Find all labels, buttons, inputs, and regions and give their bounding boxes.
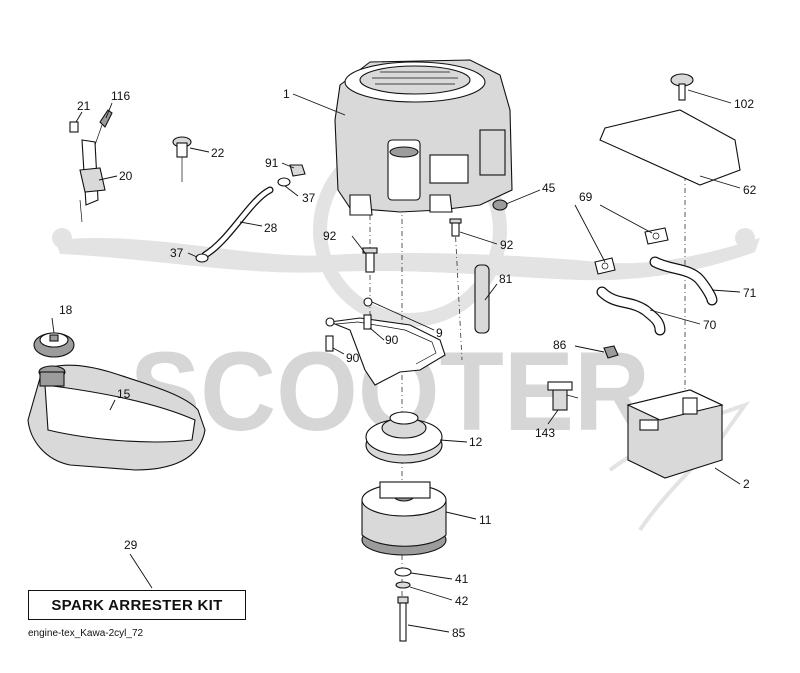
callout-62: 62 <box>743 183 757 197</box>
callout-143: 143 <box>535 426 555 440</box>
brace <box>325 297 446 386</box>
leader-lines <box>51 89 741 633</box>
electric-clutch <box>361 481 447 556</box>
callout-71: 71 <box>743 286 757 300</box>
fuel-cap <box>33 332 75 358</box>
callout-37b: 37 <box>170 246 184 260</box>
pulley <box>365 411 443 464</box>
callout-2: 2 <box>743 477 750 491</box>
callout-12: 12 <box>469 435 483 449</box>
callout-15: 15 <box>117 387 131 401</box>
diagram-caption: engine-tex_Kawa-2cyl_72 <box>28 628 144 639</box>
fuel-hose <box>195 164 306 263</box>
callout-labels: 1 116 21 20 22 91 37 28 37 92 92 45 81 9… <box>59 87 757 640</box>
callout-70: 70 <box>703 318 717 332</box>
callout-92a: 92 <box>323 229 337 243</box>
callout-90b: 90 <box>346 351 360 365</box>
washer-45 <box>492 199 508 211</box>
callout-9: 9 <box>436 326 443 340</box>
engine <box>334 59 513 216</box>
callout-92b: 92 <box>500 238 514 252</box>
fuel-solenoid <box>547 381 579 411</box>
callout-85: 85 <box>452 626 466 640</box>
callout-81: 81 <box>499 272 513 286</box>
callout-116: 116 <box>111 89 130 103</box>
callout-69: 69 <box>579 190 593 204</box>
throttle-control <box>69 109 113 223</box>
callout-41: 41 <box>455 572 469 586</box>
callout-18: 18 <box>59 303 73 317</box>
callout-86: 86 <box>553 338 567 352</box>
callout-42: 42 <box>455 594 469 608</box>
muffler <box>626 389 724 479</box>
fuel-tank <box>27 364 206 471</box>
heat-shield <box>599 73 741 186</box>
callout-20: 20 <box>119 169 133 183</box>
nut-86 <box>603 345 619 359</box>
exhaust-pipes <box>596 256 718 336</box>
spark-arrester-kit-label: SPARK ARRESTER KIT <box>28 590 246 620</box>
callout-91: 91 <box>265 156 279 170</box>
callout-11: 11 <box>479 513 492 527</box>
pipe <box>474 264 490 334</box>
callout-45: 45 <box>542 181 556 195</box>
callout-90a: 90 <box>385 333 399 347</box>
callout-37a: 37 <box>302 191 316 205</box>
callout-21: 21 <box>77 99 91 113</box>
crank-bolt-stack <box>394 567 412 642</box>
choke-knob <box>172 136 192 182</box>
callout-1: 1 <box>283 87 290 101</box>
callout-22: 22 <box>211 146 225 160</box>
callout-29: 29 <box>124 538 138 552</box>
callout-28: 28 <box>264 221 278 235</box>
callout-102: 102 <box>734 97 754 111</box>
